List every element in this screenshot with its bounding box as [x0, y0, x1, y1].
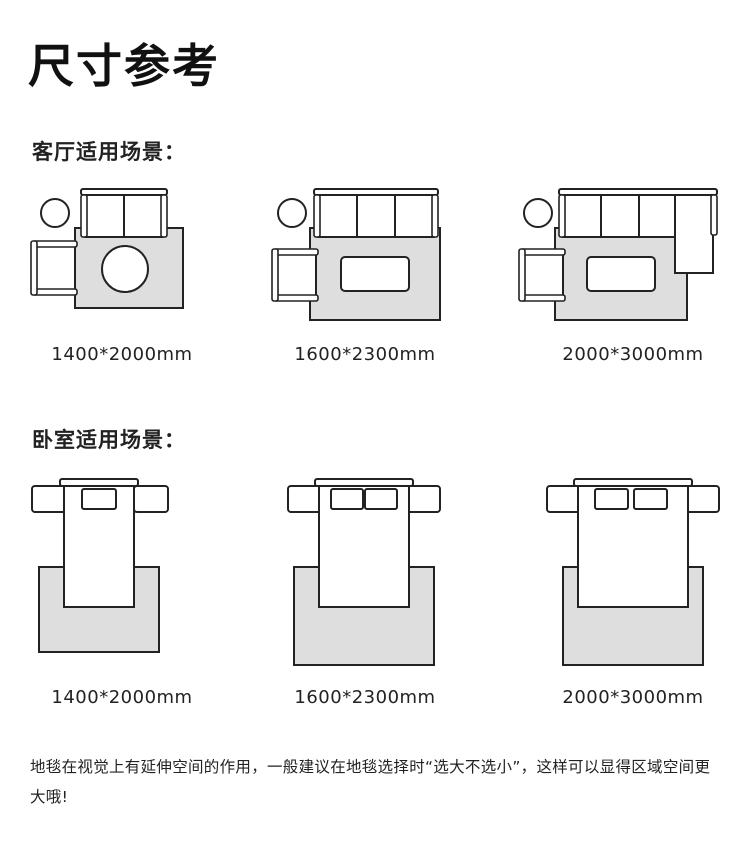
note-text: 地毯在视觉上有延伸空间的作用，一般建议在地毯选择时“选大不选小”，这样可以显得区…	[30, 758, 711, 806]
bedroom-scene-3	[546, 478, 720, 666]
bedroom-scene-1	[31, 478, 169, 653]
living-scene-3	[518, 188, 718, 321]
living-size-1: 1400*2000mm	[51, 344, 193, 365]
side-table	[40, 198, 70, 228]
living-section-title: 客厅适用场景：	[32, 140, 186, 164]
bedroom-size-1: 1400*2000mm	[51, 687, 193, 708]
bedroom-size-2: 1600*2300mm	[294, 687, 436, 708]
side-table	[523, 198, 553, 228]
sofa	[313, 188, 439, 238]
page-title: 尺寸参考	[28, 39, 220, 93]
headboard	[573, 478, 693, 487]
coffee-table	[340, 256, 410, 292]
nightstand-right	[405, 485, 441, 513]
armchair	[271, 248, 319, 302]
nightstand-left	[31, 485, 67, 513]
pillow	[81, 488, 117, 510]
nightstand-left	[546, 485, 582, 513]
armchair	[518, 248, 566, 302]
living-scene-1	[30, 188, 184, 309]
bedroom-size-3: 2000*3000mm	[562, 687, 704, 708]
headboard	[59, 478, 139, 487]
armchair	[30, 240, 78, 296]
pillow-right	[633, 488, 668, 510]
living-scene-2	[271, 188, 441, 321]
nightstand-left	[287, 485, 323, 513]
sofa	[80, 188, 168, 238]
living-size-3: 2000*3000mm	[562, 344, 704, 365]
pillow-left	[330, 488, 364, 510]
bedroom-scene-2	[287, 478, 441, 666]
sectional-sofa	[558, 188, 718, 274]
pillow-left	[594, 488, 629, 510]
coffee-table	[586, 256, 656, 292]
bedroom-section-title: 卧室适用场景：	[32, 428, 186, 452]
coffee-table	[101, 245, 149, 293]
living-size-2: 1600*2300mm	[294, 344, 436, 365]
nightstand-right	[133, 485, 169, 513]
headboard	[314, 478, 414, 487]
pillow-right	[364, 488, 398, 510]
nightstand-right	[684, 485, 720, 513]
side-table	[277, 198, 307, 228]
